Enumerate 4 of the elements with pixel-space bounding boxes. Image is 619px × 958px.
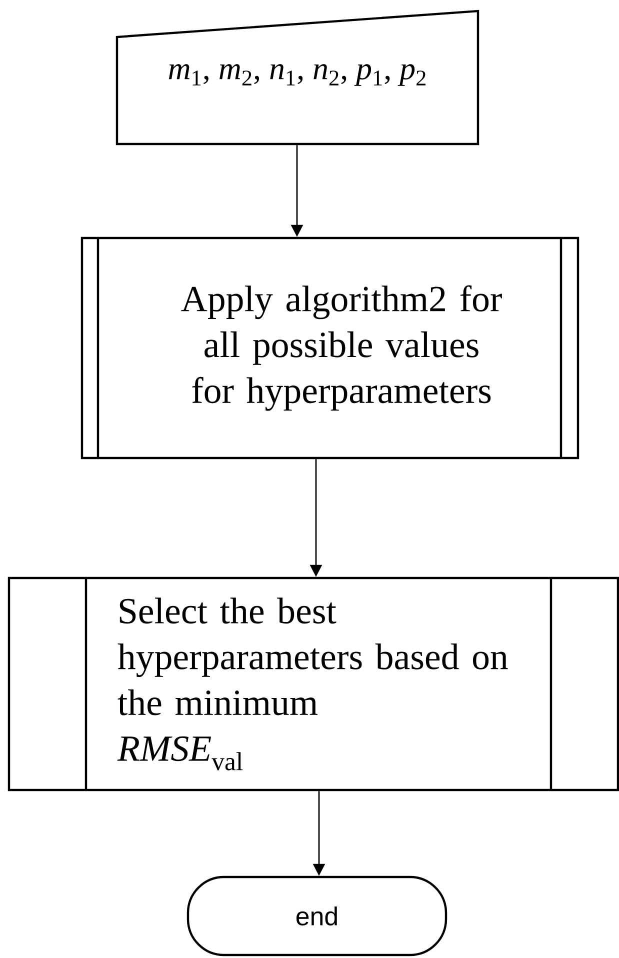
subroutine-box: Apply algorithm2 for all possible values for hyperparameters [80,236,580,460]
terminal-box: end [186,876,448,956]
manual-input-box: m$_{1}$, m$_{2}$, n$_{1}$, n$_{2}$, p$_{1}$, p$_{2}$ [116,10,480,146]
subroutine-box: Select the best hyperparameters based on the minimum RMSE$_{val}$ [8,576,619,792]
